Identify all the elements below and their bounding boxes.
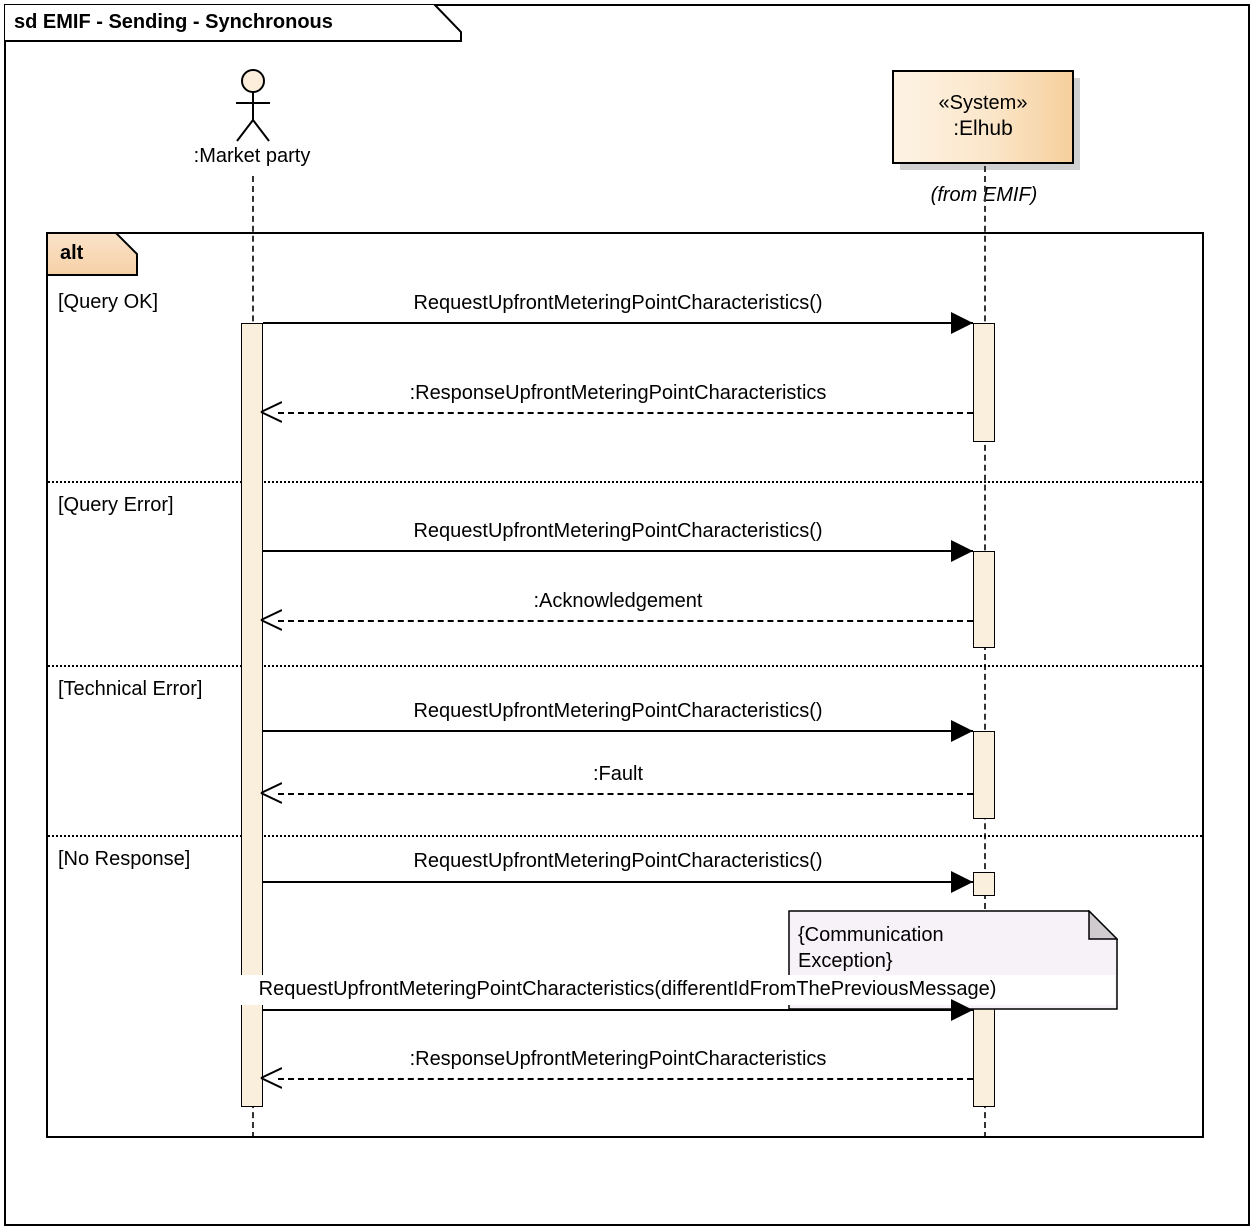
system-lifeline-box: «System» :Elhub — [892, 70, 1074, 164]
alt-combined-fragment — [46, 232, 1204, 1138]
system-stereotype-label: «System» — [938, 92, 1028, 115]
message-label-5: RequestUpfrontMeteringPointCharacteristi… — [413, 700, 823, 722]
message-label-8: RequestUpfrontMeteringPointCharacteristi… — [258, 978, 997, 1000]
guard-query-ok: [Query OK] — [58, 291, 159, 313]
alt-divider-2 — [48, 665, 1202, 667]
guard-query-error: [Query Error] — [58, 494, 174, 516]
message-arrowhead-3 — [951, 540, 973, 562]
guard-technical-error: [Technical Error] — [58, 678, 203, 700]
message-line-6 — [278, 793, 973, 795]
alt-operator-tab-shape — [46, 232, 138, 276]
message-arrowhead-1 — [951, 312, 973, 334]
system-activation-bar-query-error — [973, 551, 995, 648]
guard-no-response: [No Response] — [58, 848, 191, 870]
system-activation-bar-query-ok — [973, 323, 995, 442]
frame-title-label: sd EMIF - Sending - Synchronous — [14, 11, 333, 33]
message-line-2 — [278, 412, 973, 414]
message-label-7: RequestUpfrontMeteringPointCharacteristi… — [413, 850, 823, 872]
message-arrowhead-9 — [260, 1067, 282, 1089]
system-activation-bar-retry — [973, 1000, 995, 1107]
message-arrowhead-4 — [260, 609, 282, 631]
message-arrowhead-6 — [260, 782, 282, 804]
message-line-8 — [263, 1009, 973, 1011]
note-text: {Communication Exception} — [798, 924, 944, 973]
alt-operator-label: alt — [60, 242, 84, 264]
message-line-7 — [263, 881, 973, 883]
message-line-9 — [278, 1078, 973, 1080]
actor-activation-bar — [241, 323, 263, 1107]
message-line-3 — [263, 550, 973, 552]
message-label-6: :Fault — [592, 763, 644, 785]
alt-divider-1 — [48, 481, 1202, 483]
system-name-label: :Elhub — [953, 117, 1013, 141]
frame-title-tab-shape — [4, 4, 462, 42]
message-line-1 — [263, 322, 973, 324]
message-label-9: :ResponseUpfrontMeteringPointCharacteris… — [409, 1048, 827, 1070]
system-activation-bar-no-response — [973, 872, 995, 896]
message-arrowhead-5 — [951, 720, 973, 742]
actor-lifeline-label: :Market party — [193, 145, 311, 167]
sequence-diagram-frame — [4, 4, 1250, 1226]
message-arrowhead-7 — [951, 871, 973, 893]
message-line-5 — [263, 730, 973, 732]
alt-divider-3 — [48, 835, 1202, 837]
message-arrowhead-2 — [260, 401, 282, 423]
actor-stick-figure-icon — [236, 69, 270, 142]
system-lifeline-line — [984, 166, 986, 1138]
system-activation-bar-technical-error — [973, 731, 995, 819]
message-label-4: :Acknowledgement — [533, 590, 703, 612]
message-label-3: RequestUpfrontMeteringPointCharacteristi… — [413, 520, 823, 542]
message-arrowhead-8 — [951, 999, 973, 1021]
message-line-4 — [278, 620, 973, 622]
message-label-2: :ResponseUpfrontMeteringPointCharacteris… — [409, 382, 827, 404]
message-label-1: RequestUpfrontMeteringPointCharacteristi… — [413, 292, 823, 314]
